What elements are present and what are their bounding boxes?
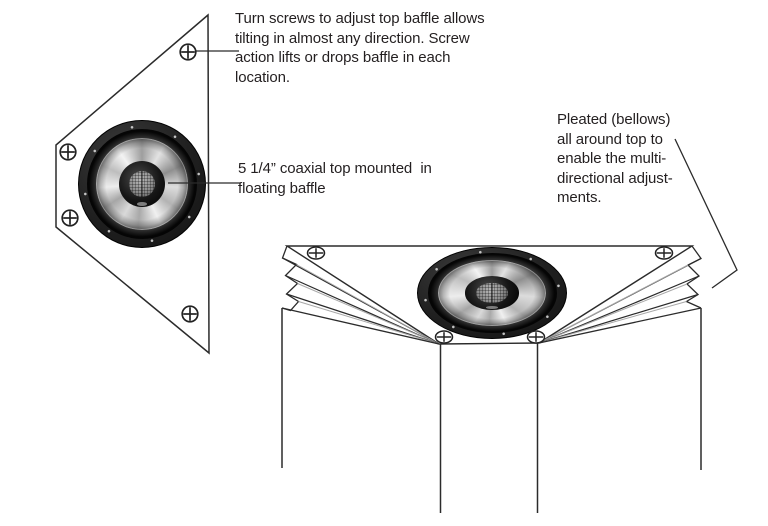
speaker-label-mark [136,201,148,206]
left-pleat-line [296,264,440,345]
right-pleat-line [538,283,688,344]
left-pleat-line [298,301,440,345]
annotation-text-line: action lifts or drops baffle in each [235,49,451,66]
speaker-label-mark [486,305,498,309]
screw-icon [434,330,454,344]
annotation-text-line: Turn screws to adjust top baffle allows [235,10,485,27]
screw-icon [526,330,546,344]
annotation-text-line: 5 1/4” coaxial top mounted in [238,160,432,177]
right-pleat-line [538,264,689,344]
annotation-text-line: location. [235,68,290,86]
leader-line-pleats-note [674,138,738,289]
coaxial-speaker-perspective-view [417,247,567,339]
annotation-text-line: Pleated (bellows) [557,111,671,128]
cabinet-left-face-top-edge [281,307,440,345]
screw-icon [59,143,77,161]
annotation-text-line: tilting in almost any direction. Screw [235,29,470,47]
annotation-text-line: directional adjust- [557,169,673,187]
annotation-coaxial-driver: 5 1/4” coaxial top mounted in floating b… [238,159,468,198]
tweeter-dome [128,170,156,198]
annotation-screw-adjust: Turn screws to adjust top baffle allows … [235,9,535,87]
screw-icon [181,305,199,323]
annotation-text-line: ments. [557,189,602,206]
right-pleat-line [538,301,687,344]
annotation-text-line: enable the multi- [557,150,667,167]
cabinet-right-face-top-edge [538,307,702,344]
annotation-text-line: floating baffle [238,179,326,197]
screw-icon [61,209,79,227]
left-pleat-line [286,293,440,345]
screw-icon [306,246,326,260]
screw-icon [179,43,197,61]
left-pleat-line [297,283,440,345]
coaxial-speaker-top-view [78,120,206,248]
right-pleat-line [538,293,699,344]
screw-icon [654,246,674,260]
annotation-pleated-bellows: Pleated (bellows) all around top to enab… [557,110,717,208]
annotation-text-line: all around top to [557,130,663,148]
tweeter-dome [476,283,508,303]
